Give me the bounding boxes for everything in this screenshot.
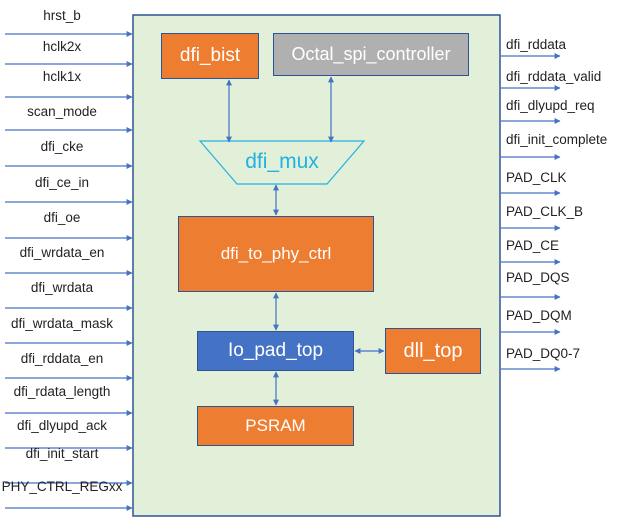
io-pad-top-block: Io_pad_top [197, 331, 354, 371]
input-signal-hclk1x: hclk1x [42, 69, 82, 84]
input-signal-hclk2x: hclk2x [42, 39, 82, 54]
dfi-bist-block: dfi_bist [161, 33, 259, 79]
dfi-mux-shape [198, 140, 366, 185]
input-signal-dfi-wrdata-en: dfi_wrdata_en [19, 245, 105, 260]
input-signal-phy-ctrl-regxx: PHY_CTRL_REGxx [1, 479, 123, 494]
input-signal-dfi-ce-in: dfi_ce_in [34, 175, 90, 190]
output-signal-dfi-rddata-valid: dfi_rddata_valid [506, 69, 602, 84]
output-signal-dfi-dlyupd-req: dfi_dlyupd_req [506, 98, 595, 113]
output-signal-pad-clk: PAD_CLK [506, 170, 567, 185]
dll-top-label: dll_top [403, 339, 463, 362]
input-signal-dfi-dlyupd-ack: dfi_dlyupd_ack [16, 418, 108, 433]
output-arrows [501, 53, 561, 372]
input-signal-dfi-oe: dfi_oe [43, 210, 81, 225]
input-signal-dfi-wrdata-mask: dfi_wrdata_mask [10, 316, 114, 331]
output-signal-pad-dqm: PAD_DQM [506, 308, 572, 323]
input-signal-scan-mode: scan_mode [27, 104, 97, 119]
output-signal-pad-dqs: PAD_DQS [506, 270, 570, 285]
internal-arrows [226, 76, 385, 406]
input-signal-hrst-b: hrst_b [43, 8, 81, 23]
octal-spi-controller-block: Octal_spi_controller [273, 33, 469, 76]
dfi-mux-label: dfi_mux [245, 150, 319, 173]
input-signal-dfi-wrdata: dfi_wrdata [30, 280, 94, 295]
output-signal-pad-ce: PAD_CE [506, 238, 560, 253]
input-signal-dfi-rddata-en: dfi_rddata_en [20, 351, 104, 366]
io-pad-top-label: Io_pad_top [227, 340, 324, 361]
input-signal-dfi-cke: dfi_cke [40, 139, 84, 154]
input-signal-dfi-init-start: dfi_init_start [25, 446, 99, 461]
input-signal-dfi-rdata-length: dfi_rdata_length [13, 384, 111, 399]
dfi-to-phy-ctrl-label: dfi_to_phy_ctrl [220, 244, 332, 263]
psram-label: PSRAM [245, 416, 306, 435]
dll-top-block: dll_top [385, 328, 481, 374]
input-arrows [5, 31, 133, 511]
octal-spi-controller-label: Octal_spi_controller [291, 44, 451, 64]
dfi-bist-label: dfi_bist [179, 45, 241, 66]
output-signal-dfi-init-complete: dfi_init_complete [506, 132, 608, 147]
output-signal-pad-clk-b: PAD_CLK_B [506, 204, 584, 219]
output-signal-dfi-rddata: dfi_rddata [506, 37, 567, 52]
output-signal-pad-dq0-7: PAD_DQ0-7 [506, 346, 581, 361]
psram-block: PSRAM [197, 406, 354, 446]
dfi-to-phy-ctrl-block: dfi_to_phy_ctrl [178, 216, 374, 292]
